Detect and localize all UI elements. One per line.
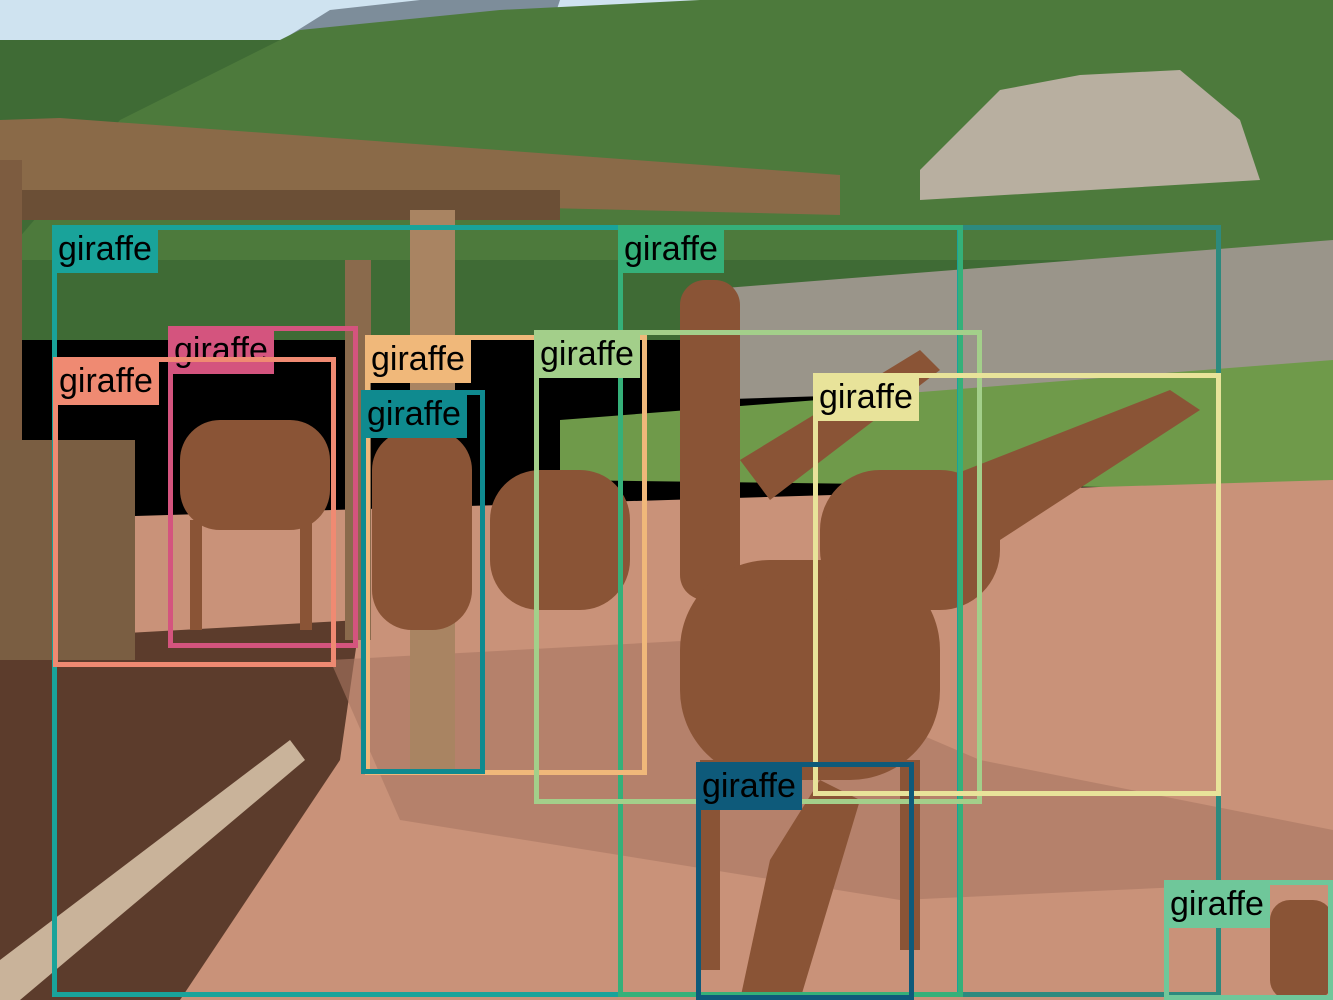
detection-label: giraffe	[365, 335, 471, 383]
detection-box-giraffe: giraffe	[1164, 880, 1333, 1000]
detection-label: giraffe	[52, 225, 158, 273]
detection-box-giraffe: giraffe	[365, 335, 647, 775]
detection-box-giraffe: giraffe	[618, 225, 963, 997]
detection-label: giraffe	[53, 357, 159, 405]
detection-box-giraffe: giraffe	[361, 390, 485, 774]
detection-box-giraffe: giraffe	[696, 762, 914, 1000]
detection-box-giraffe: giraffe	[813, 373, 1221, 796]
detection-label: giraffe	[696, 762, 802, 810]
detection-label: giraffe	[813, 373, 919, 421]
detection-box-giraffe: giraffe	[53, 357, 336, 667]
detection-label: giraffe	[361, 390, 467, 438]
detection-box-giraffe: giraffe	[168, 326, 358, 648]
detection-label: giraffe	[168, 326, 274, 374]
detection-label: giraffe	[618, 225, 724, 273]
detection-label: giraffe	[534, 330, 640, 378]
detection-label: giraffe	[1164, 880, 1270, 928]
